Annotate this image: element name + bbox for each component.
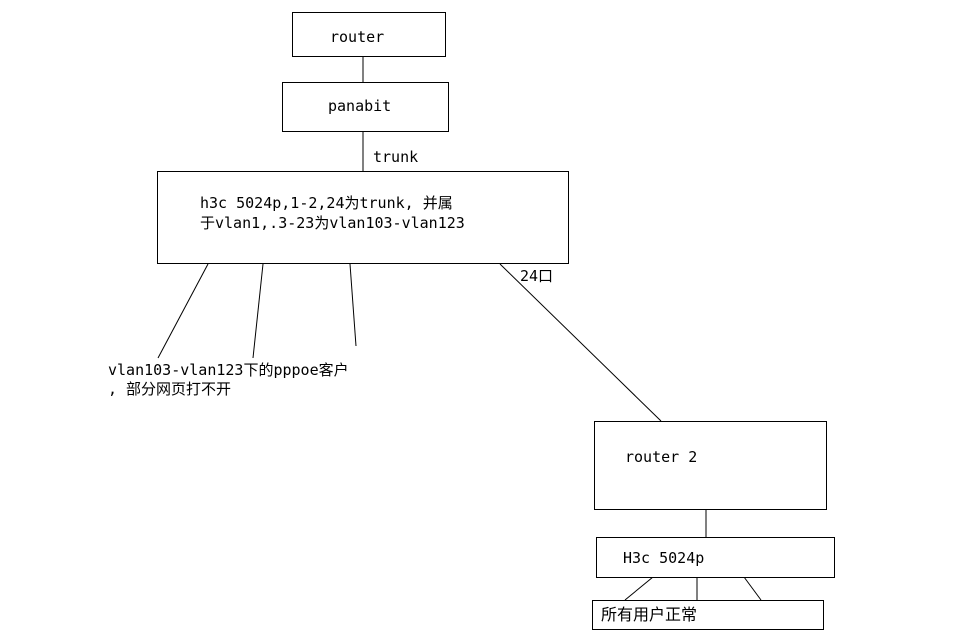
link-client-3 [349, 263, 357, 347]
link-client-1 [157, 263, 209, 359]
switch2-box: H3c 5024p [596, 537, 835, 578]
panabit-label: panabit [328, 97, 392, 115]
panabit-box: panabit [282, 82, 449, 132]
link-client-2 [252, 263, 264, 359]
users-box: 所有用户正常 [592, 600, 824, 630]
main-switch-line1: h3c 5024p,1-2,24为trunk, 并属 [200, 194, 453, 212]
clients-note-line2: , 部分网页打不开 [108, 380, 232, 398]
clients-note-line1: vlan103-vlan123下的pppoe客户 [108, 361, 349, 379]
router-label: router [330, 28, 385, 46]
router2-label: router 2 [625, 448, 698, 466]
users-label: 所有用户正常 [601, 605, 698, 624]
port-label: 24口 [520, 267, 554, 285]
router2-box: router 2 [594, 421, 827, 510]
link-user-1 [624, 576, 654, 601]
link-switch-router2 [499, 263, 662, 422]
main-switch-box: h3c 5024p,1-2,24为trunk, 并属 于vlan1,.3-23为… [157, 171, 569, 264]
switch2-label: H3c 5024p [623, 549, 705, 567]
main-switch-line2: 于vlan1,.3-23为vlan103-vlan123 [200, 214, 465, 232]
link-user-3 [743, 576, 762, 601]
router-box: router [292, 12, 446, 57]
trunk-label: trunk [373, 148, 419, 166]
